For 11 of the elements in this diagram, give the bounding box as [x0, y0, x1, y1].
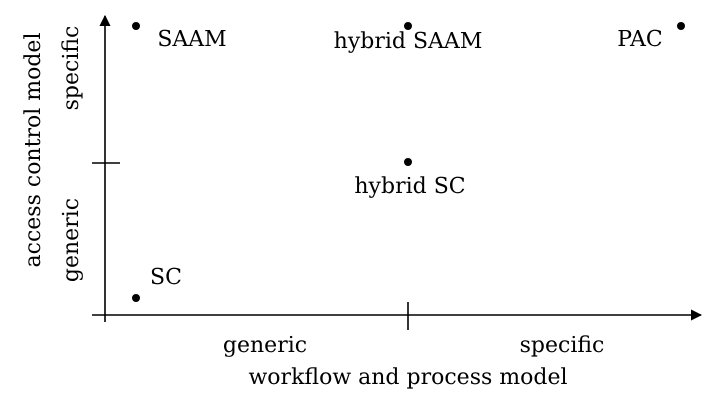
point-label: SC — [150, 266, 182, 290]
point-label: hybrid SAAM — [334, 30, 482, 54]
axis-category-label: generic — [222, 334, 308, 358]
axis-category-label: generic — [60, 198, 84, 282]
axis-category-label: specific — [520, 334, 604, 358]
point-label: hybrid SC — [354, 174, 466, 200]
axis-title: access control model — [22, 32, 46, 268]
axis-title: workflow and process model — [248, 366, 568, 390]
point-label: PAC — [617, 28, 663, 52]
point-label: SAAM — [157, 28, 227, 52]
axis-category-label: specific — [60, 26, 84, 110]
